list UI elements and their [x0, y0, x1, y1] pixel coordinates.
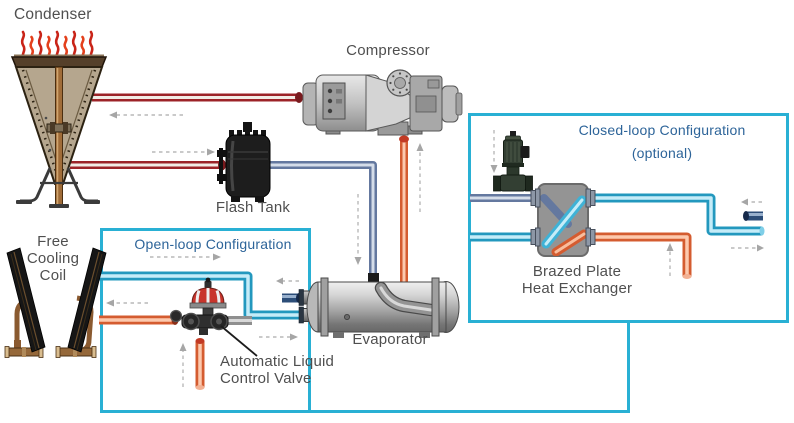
open-loop-supply-pipe — [99, 271, 302, 320]
flow-arrow — [741, 198, 762, 206]
flow-arrow — [490, 130, 498, 173]
pipes — [70, 92, 765, 390]
flow-arrow — [150, 253, 221, 261]
compressor-label: Compressor — [346, 42, 430, 59]
free-cooling-coil-graphic — [4, 247, 107, 358]
flow-arrow — [666, 243, 674, 276]
flow-arrow — [354, 194, 362, 265]
control-valve-graphic — [169, 277, 252, 335]
condenser-compressor-pipe — [92, 92, 303, 103]
control-valve-label-line1: Automatic Liquid — [220, 353, 335, 370]
compressor-graphic — [302, 69, 463, 136]
free-cooling-coil-label-line2: Cooling — [26, 250, 80, 267]
flashtank-evaporator-pipe — [266, 161, 377, 282]
free-cooling-coil-label: Free Cooling Coil — [10, 233, 96, 284]
flow-arrow — [109, 111, 183, 119]
flow-arrow — [276, 277, 299, 285]
loop-connector-line — [309, 322, 630, 413]
evaporator-label: Evaporator — [352, 331, 428, 348]
evaporator-compressor-pipe — [399, 135, 409, 283]
flow-arrows — [106, 111, 764, 387]
condenser-graphic — [10, 30, 108, 208]
flow-arrow — [259, 333, 298, 341]
condenser-label: Condenser — [14, 6, 92, 23]
heat-exchanger-label-line1: Brazed Plate — [532, 263, 622, 280]
flash-tank-graphic — [217, 122, 271, 202]
flow-arrow — [106, 299, 148, 307]
heat-exchanger-graphic — [530, 183, 596, 257]
closed-loop-subtitle: (optional) — [631, 145, 693, 161]
valve-drain-pipe — [195, 338, 205, 390]
heat-exchanger-label: Brazed Plate Heat Exchanger — [514, 263, 640, 297]
flow-arrow — [179, 343, 187, 387]
closed-loop-box-border — [468, 113, 789, 323]
control-valve-label-line2: Control Valve — [220, 369, 312, 387]
open-loop-title: Open-loop Configuration — [134, 236, 292, 252]
control-valve-label: Automatic Liquid Control Valve — [220, 353, 335, 387]
label-pointer-line — [220, 325, 258, 357]
flow-arrow — [731, 244, 764, 252]
pump-graphic — [493, 131, 533, 192]
pipe-end-stub-right — [743, 211, 763, 221]
evaporator-graphic — [298, 273, 460, 338]
closed-loop-chilled-out-pipe — [589, 193, 765, 236]
open-loop-return-pipe — [99, 315, 179, 325]
flow-arrow — [416, 143, 424, 212]
closed-loop-title: Closed-loop Configuration — [578, 122, 746, 138]
heat-exchanger-label-line2: Heat Exchanger — [521, 279, 633, 297]
free-cooling-coil-label-line1: Free — [37, 233, 69, 250]
flow-arrow — [152, 148, 215, 156]
free-cooling-coil-label-line3: Coil — [39, 267, 67, 284]
condenser-flashtank-pipe — [70, 159, 226, 171]
closed-loop-warm-out-pipe — [589, 232, 692, 279]
flash-tank-label: Flash Tank — [215, 199, 291, 216]
